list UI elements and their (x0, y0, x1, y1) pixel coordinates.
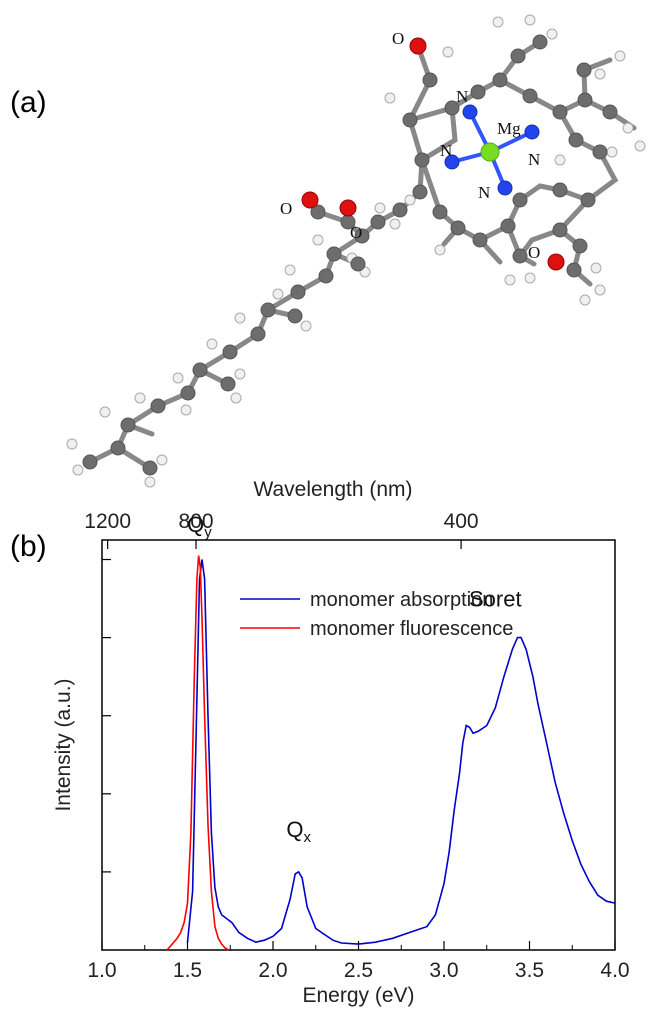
x-tick-label: 2.5 (344, 959, 373, 982)
top-axis: 1200 800 400 (84, 510, 479, 549)
x-tick-label: 1.0 (87, 959, 116, 982)
atom-label-mg: Mg (497, 119, 521, 138)
chlorophyll-molecule-illustration: O N Mg N N N O O O (66, 14, 646, 488)
panel-a-label: (a) (10, 86, 47, 119)
left-axis (102, 558, 111, 873)
x-axis-label: Energy (eV) (302, 984, 414, 1007)
atom-label-o: O (280, 199, 292, 218)
series-line-fluorescence (166, 555, 229, 951)
x-tick-label: 3.5 (515, 959, 544, 982)
atom-label-n: N (528, 150, 540, 169)
panel-b-label: (b) (10, 530, 47, 563)
x-tick-label: 1.5 (173, 959, 202, 982)
legend: monomer absorption monomer fluorescence (240, 589, 513, 640)
x-tick-label: 3.0 (429, 959, 458, 982)
atom-label-n: N (478, 183, 490, 202)
top-tick-label: 400 (444, 510, 479, 533)
peak-label-qy: Qy (187, 512, 212, 541)
top-tick-label: 800 (179, 510, 214, 533)
x-tick-label: 2.0 (258, 959, 287, 982)
curves (166, 555, 616, 951)
atom-label-n: N (440, 141, 452, 160)
top-axis-label: Wavelength (nm) (253, 478, 412, 501)
series-line-absorption (186, 559, 616, 945)
legend-label: monomer absorption (310, 589, 493, 611)
atom-label-n: N (456, 87, 468, 106)
y-axis-label: Intensity (a.u.) (52, 678, 75, 811)
peak-label-qx: Qx (286, 817, 311, 846)
atom-label-o: O (528, 243, 540, 262)
peak-label-soret: Soret (469, 586, 522, 611)
x-tick-label: 4.0 (600, 959, 629, 982)
bottom-axis: 1.0 1.5 2.0 2.5 3.0 3.5 4.0 (87, 941, 630, 982)
atom-label-o: O (392, 29, 404, 48)
legend-label: monomer fluorescence (310, 618, 513, 640)
top-tick-label: 1200 (84, 510, 131, 533)
atom-label-o: O (350, 223, 362, 242)
